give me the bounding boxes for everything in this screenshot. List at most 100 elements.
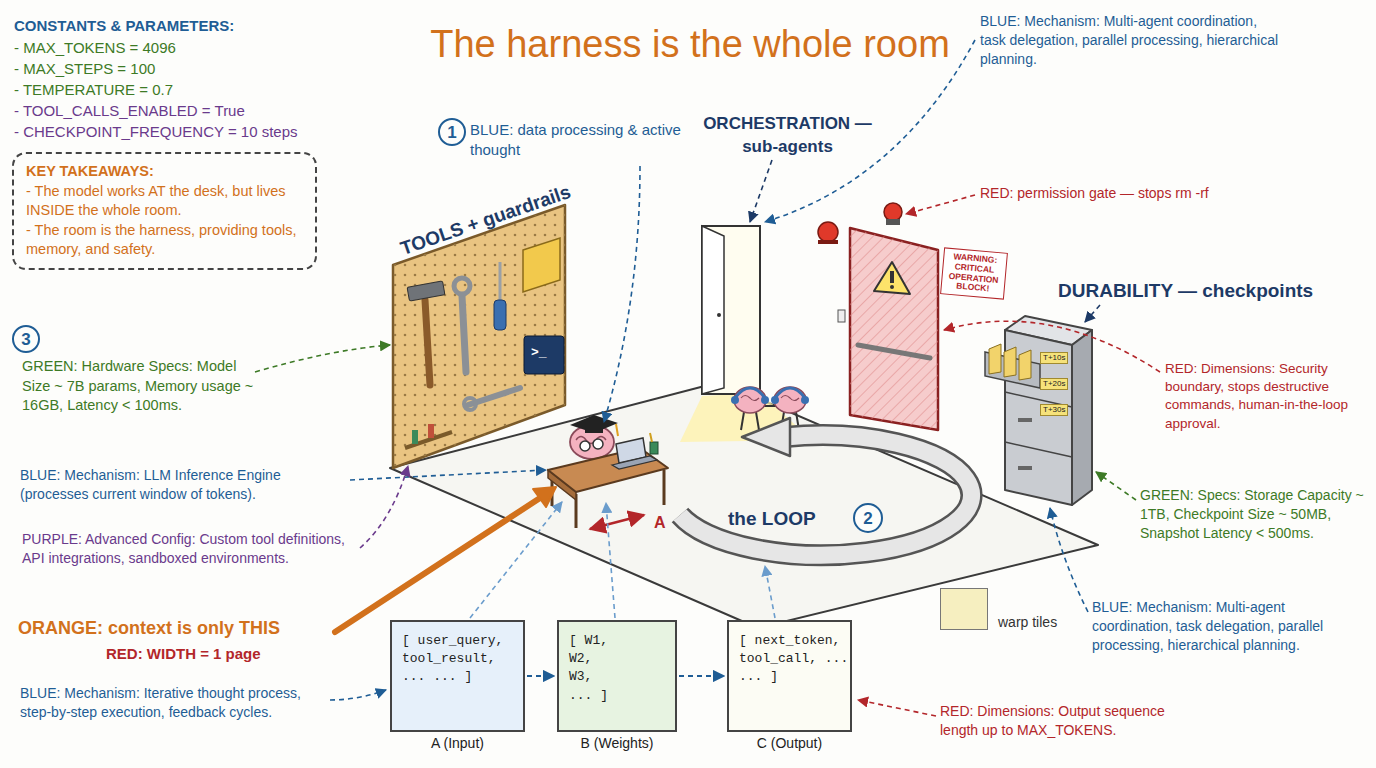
sub-agent-brains xyxy=(741,396,759,401)
callout-number: 2 xyxy=(853,503,883,533)
desk xyxy=(663,470,666,505)
leader-lines xyxy=(750,160,772,222)
loop-arrow xyxy=(742,418,790,456)
alarm-bells xyxy=(884,203,902,221)
leader-lines xyxy=(470,502,562,618)
model-brain xyxy=(593,439,603,449)
diagram-title: The harness is the whole room xyxy=(405,22,975,68)
tool-pegboard xyxy=(462,296,466,372)
sub-agent-brains xyxy=(731,396,739,404)
permission-gate-door xyxy=(890,285,894,289)
matrix-box: [ user_query, tool_result, ... ... ] xyxy=(390,620,525,732)
tile-caption: warp tiles xyxy=(998,614,1057,630)
callout-number-text: 2 xyxy=(863,510,872,527)
matrix-caption: A (Input) xyxy=(390,735,525,751)
checkpoint-cabinet xyxy=(1005,442,1072,457)
dimension-arrow xyxy=(590,515,644,529)
alarm-bells xyxy=(818,222,838,242)
loop-arrow xyxy=(680,435,972,555)
context-arrow xyxy=(335,498,540,632)
checkpoint-cabinet xyxy=(989,344,1001,374)
matrix-box: [ next_token, tool_call, ... ... ] xyxy=(727,620,852,732)
matrix-node: [ W1, W2, W3, ... ]B (Weights) xyxy=(557,620,677,751)
data-flow-arrow xyxy=(527,675,554,677)
open-door xyxy=(702,226,760,394)
warning-text: WARNING: CRITICAL OPERATION BLOCK! xyxy=(944,252,1003,296)
sub-agent-brains xyxy=(764,405,776,407)
callout-note: RED: Dimensions: Output sequence length … xyxy=(940,702,1205,740)
matrix-caption: B (Weights) xyxy=(557,735,677,751)
tool-pegboard xyxy=(524,336,564,374)
callout-note: PURPLE: Advanced Config: Custom tool def… xyxy=(22,530,357,568)
data-flow-arrow xyxy=(679,675,724,677)
tool-pegboard xyxy=(499,262,502,300)
sub-agent-brains xyxy=(741,412,744,430)
section-heading: CONSTANTS & PARAMETERS: xyxy=(14,16,234,36)
tag-label: T+30s xyxy=(1040,404,1068,416)
leader-lines xyxy=(330,690,386,700)
desk-top xyxy=(650,433,652,442)
callout-note: BLUE: Mechanism: Iterative thought proce… xyxy=(20,684,320,722)
callout-number-text: 3 xyxy=(21,331,30,348)
model-brain xyxy=(570,415,618,433)
tool-pegboard xyxy=(464,398,476,410)
tool-pegboard xyxy=(494,300,506,330)
permission-gate-door xyxy=(850,228,938,430)
checkpoint-cabinet xyxy=(1018,418,1032,422)
section-heading: the LOOP xyxy=(728,506,816,532)
checkpoint-cabinet xyxy=(1072,330,1092,505)
context-arrow xyxy=(533,487,556,507)
alarm-bells xyxy=(818,203,902,244)
desk-top xyxy=(548,433,668,492)
model-brain xyxy=(616,424,618,436)
checkpoint-cabinet xyxy=(1019,350,1031,380)
checkpoint-cabinet xyxy=(1004,347,1016,377)
callout-number: 3 xyxy=(12,325,40,353)
sub-agent-brains xyxy=(781,396,799,401)
warning-sign: WARNING: CRITICAL OPERATION BLOCK! xyxy=(940,247,1008,299)
section-heading: ORCHESTRATION — sub-agents xyxy=(700,113,875,159)
permission-gate-door xyxy=(838,310,845,322)
alarm-bells xyxy=(818,240,838,244)
callout-note: ORANGE: context is only THIS xyxy=(18,616,280,640)
warp-tile xyxy=(940,588,988,630)
tool-pegboard xyxy=(428,424,434,438)
callout-note: BLUE: Mechanism: Multi-agent coordinatio… xyxy=(1092,598,1332,655)
desk-top xyxy=(548,448,668,492)
open-door xyxy=(702,226,760,394)
permission-gate-door xyxy=(874,262,910,294)
matrix-node: [ next_token, tool_call, ... ... ]C (Out… xyxy=(727,620,852,751)
matrix-node: [ user_query, tool_result, ... ... ] A (I… xyxy=(390,620,525,751)
callout-note: BLUE: Mechanism: Multi-agent coordinatio… xyxy=(980,12,1285,69)
desk-top xyxy=(650,442,658,454)
callout-note: RED: permission gate — stops rm -rf xyxy=(980,184,1209,203)
callout-note: GREEN: Specs: Storage Capacity ~ 1TB, Ch… xyxy=(1140,486,1365,543)
leader-lines xyxy=(255,345,390,372)
leader-lines xyxy=(606,503,615,618)
box-body: - The model works AT the desk, but lives… xyxy=(26,182,303,221)
parameter-line: - TEMPERATURE = 0.7 xyxy=(14,80,173,100)
leader-lines xyxy=(906,195,975,214)
checkpoint-cabinet xyxy=(1005,330,1072,505)
box-heading: KEY TAKEAWAYS: xyxy=(26,162,303,182)
callout-note: GREEN: Hardware Specs: Model Size ~ 7B p… xyxy=(22,357,257,416)
open-door xyxy=(717,313,721,317)
sub-agent-brains xyxy=(735,388,765,398)
tag-label: T+20s xyxy=(1040,378,1068,390)
section-heading: DURABILITY — checkpoints xyxy=(1058,278,1313,304)
leader-lines xyxy=(604,166,640,422)
callout-number-text: 1 xyxy=(447,124,456,141)
parameter-line: - MAX_TOKENS = 4096 xyxy=(14,38,176,58)
context-arrow xyxy=(335,487,556,632)
alarm-bells xyxy=(886,219,900,225)
matrix-content: [ user_query, tool_result, ... ... ] xyxy=(402,632,512,687)
tool-pegboard xyxy=(425,300,430,385)
permission-gate-door xyxy=(890,271,894,283)
sub-agent-brains xyxy=(775,388,805,398)
callout-number: 1 xyxy=(438,118,466,146)
model-brain xyxy=(580,441,590,451)
permission-gate-door xyxy=(850,228,938,430)
tool-pegboard xyxy=(454,278,470,294)
leader-lines xyxy=(350,470,546,480)
